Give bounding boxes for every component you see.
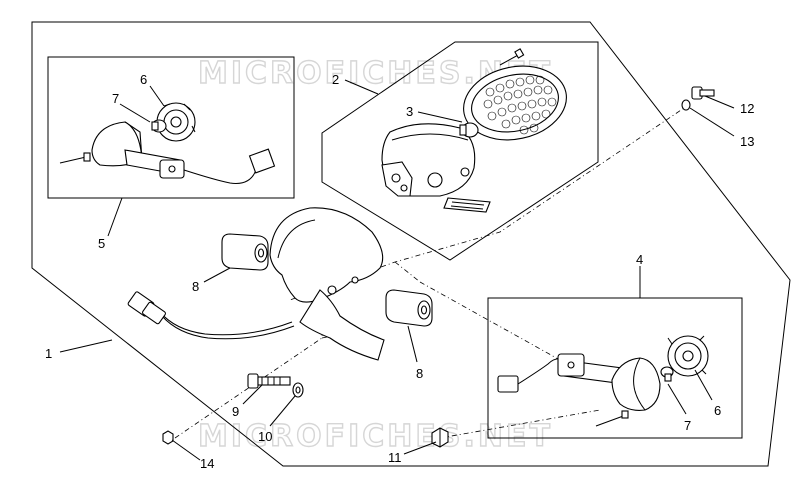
right-bulb-socket: [667, 335, 709, 377]
left-signal-screw: [59, 152, 91, 164]
bolt: [247, 373, 291, 389]
callout-12: 12: [740, 101, 754, 116]
right-turn-signal-box: [487, 297, 743, 439]
small-nut: [162, 430, 174, 445]
callout-7-right: 7: [684, 418, 691, 433]
grommet-left: [221, 233, 269, 271]
grommet-center: [385, 289, 433, 327]
callout-13: 13: [740, 134, 754, 149]
right-turn-signal-lens: [611, 357, 661, 411]
assembly-line-lower: [174, 269, 361, 439]
screw-upper-right: [691, 86, 715, 100]
callout-8-left: 8: [192, 279, 199, 294]
callout-1: 1: [45, 346, 52, 361]
rear-mount-bracket: [269, 207, 385, 361]
callout-6-right: 6: [714, 403, 721, 418]
tail-light-bulb: [459, 122, 479, 138]
callout-11: 11: [388, 450, 402, 465]
callout-5: 5: [98, 236, 105, 251]
assembly-line-right: [419, 281, 601, 439]
right-signal-wire: [497, 358, 567, 393]
callout-7-top: 7: [112, 91, 119, 106]
callout-6-top: 6: [140, 72, 147, 87]
tail-light-socket-bracket: [381, 161, 413, 197]
left-signal-wire: [183, 148, 276, 184]
right-bulb: [660, 366, 674, 382]
callout-4: 4: [636, 252, 643, 267]
left-bulb-socket: [156, 102, 196, 142]
tail-light-lens: [463, 65, 567, 141]
callout-2: 2: [332, 72, 339, 87]
tail-light-reflector-strip: [443, 197, 491, 213]
callout-14: 14: [200, 456, 214, 471]
main-assembly-outline: [31, 21, 791, 467]
watermark-bottom: MICROFICHES.NET: [198, 419, 553, 454]
callout-8-center: 8: [416, 366, 423, 381]
washer-upper-right: [681, 99, 691, 111]
left-bulb: [151, 119, 167, 133]
assembly-line-upper: [289, 103, 691, 301]
left-turn-signal-box: [47, 56, 295, 199]
tail-light-screw: [499, 48, 525, 66]
leader-lines: [59, 79, 735, 461]
left-signal-stem: [124, 149, 185, 179]
callout-10: 10: [258, 429, 272, 444]
callout-3: 3: [406, 104, 413, 119]
mount-wire-harness: [127, 291, 295, 340]
tail-light-box: [321, 41, 599, 261]
right-signal-screw: [595, 410, 629, 427]
tail-light-led-grid: [483, 75, 557, 135]
washer: [292, 382, 304, 398]
callout-9: 9: [232, 404, 239, 419]
